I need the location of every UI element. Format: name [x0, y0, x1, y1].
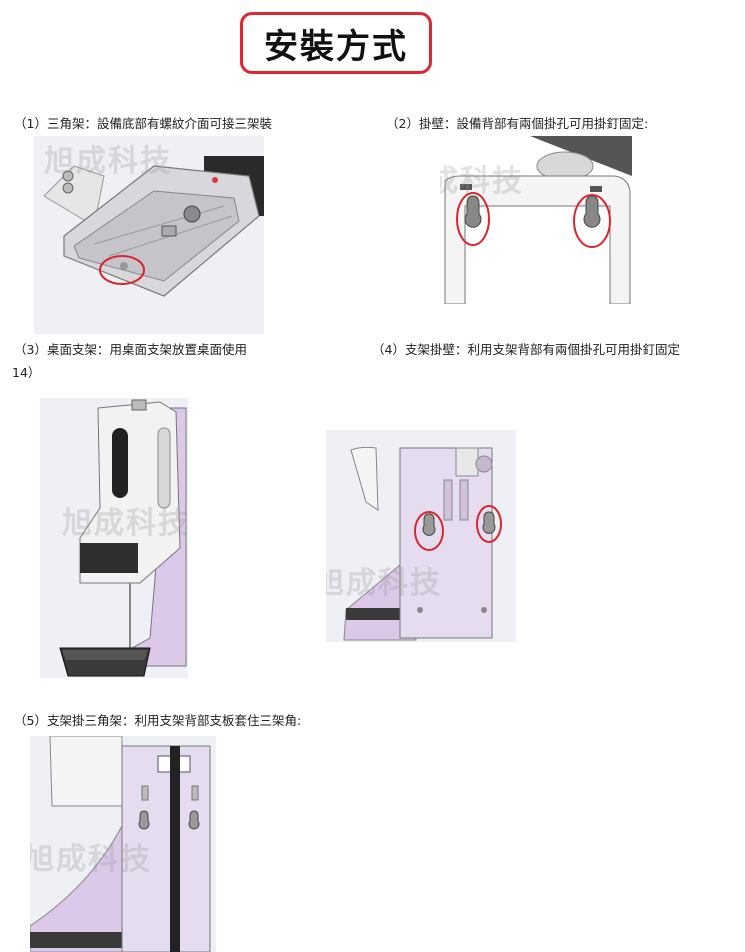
step-2-caption: （2）掛壁：設備背部有兩個掛孔可用掛釘固定:: [386, 116, 649, 131]
step-4-image: 旭成科技: [326, 430, 516, 642]
step-4-caption: （4）支架掛壁：利用支架背部有兩個掛孔可用掛釘固定: [372, 342, 680, 357]
step-1-caption: （1）三角架：設備底部有螺紋介面可接三架裝: [14, 116, 272, 131]
overflow-note: 14）: [12, 365, 41, 380]
title-box: 安裝方式: [240, 12, 432, 74]
step-1-image: 旭成科技: [34, 136, 264, 334]
step-2-image: 旭成科技: [440, 136, 632, 304]
step-5-image: 旭成科技: [30, 736, 216, 952]
step-3-caption: （3）桌面支架：用桌面支架放置桌面使用: [14, 342, 247, 357]
step-5-caption: （5）支架掛三角架：利用支架背部支板套住三架角:: [14, 713, 302, 728]
page-title: 安裝方式: [264, 26, 408, 67]
step-3-image: 旭成科技: [40, 398, 188, 678]
